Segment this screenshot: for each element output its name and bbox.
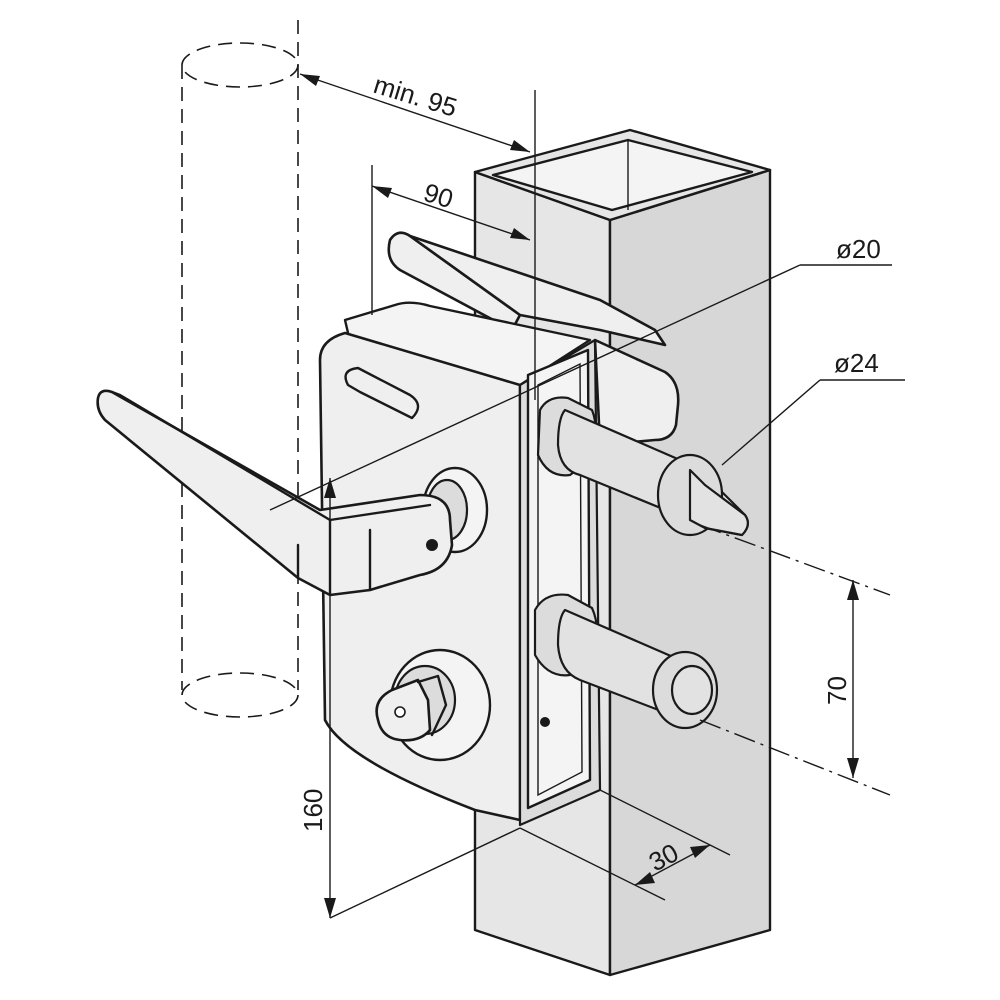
lower-bolt-pin	[533, 593, 719, 730]
dim-label-160: 160	[298, 789, 328, 832]
upper-bolt-pin	[536, 396, 749, 537]
dim-label-90: 90	[420, 177, 456, 214]
round-post-dashed	[181, 20, 299, 718]
dim-label-min-95: min. 95	[370, 69, 460, 123]
dimension-lines	[269, 73, 905, 919]
plate-screw-icon	[540, 717, 550, 727]
key-cylinder	[375, 648, 492, 762]
dim-label-d20: ø20	[836, 234, 881, 264]
dim-label-70: 70	[822, 676, 852, 705]
back-handle	[387, 231, 667, 347]
dim-label-d24: ø24	[834, 348, 879, 378]
